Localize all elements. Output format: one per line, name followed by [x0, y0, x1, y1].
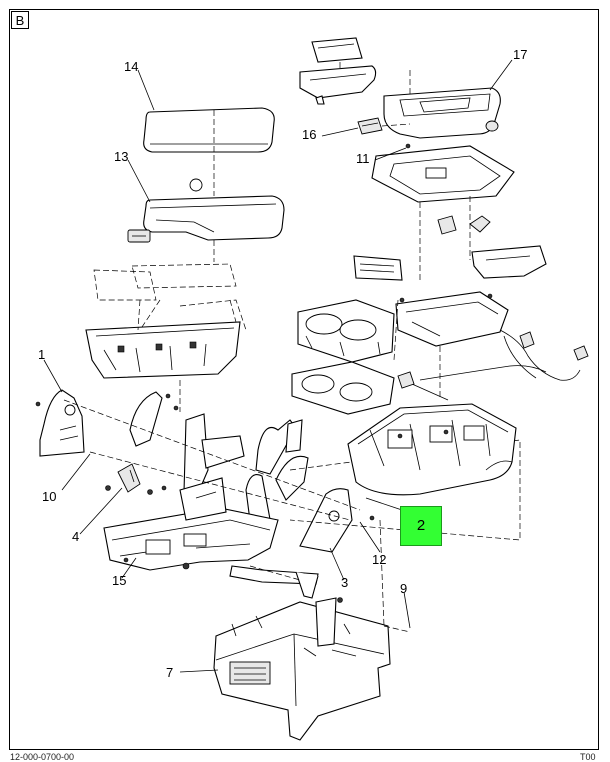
callout-14: 14 [124, 59, 139, 74]
part-13-lid [127, 178, 285, 243]
callout-17: 17 [513, 47, 528, 62]
callout-4: 4 [72, 529, 80, 544]
callout-11: 11 [356, 151, 370, 166]
view-label: B [11, 11, 29, 29]
callout-16: 16 [302, 127, 317, 142]
assembly-dashed-lines [63, 110, 521, 633]
diagram-frame [9, 9, 599, 750]
cup-holder-tray-upper [297, 299, 395, 363]
callout-1: 1 [38, 347, 46, 362]
part-16-latch [357, 117, 411, 135]
part-15-base-frame [103, 477, 279, 571]
callout-12: 12 [372, 552, 387, 567]
console-housing [347, 403, 517, 496]
callout-15: 15 [112, 573, 127, 588]
callout-3: 3 [341, 575, 349, 590]
cup-holder-tray-lower [291, 361, 395, 415]
callout-9: 9 [400, 581, 408, 596]
pads [93, 263, 237, 301]
strap-assembly [229, 565, 343, 603]
part-4-buckle [105, 463, 167, 495]
footer-drawing-number: 12-000-0700-00 [10, 752, 75, 762]
part-17-armrest-top [299, 37, 501, 139]
footer-sheet-code: T00 [580, 752, 596, 762]
part-14-cushion [143, 107, 275, 153]
part-3-side-bracket [299, 488, 375, 553]
leader-lines [43, 59, 513, 673]
callout-7: 7 [166, 665, 174, 680]
switches [353, 215, 547, 281]
wiring-harness [397, 329, 589, 401]
part-11-plate [371, 143, 515, 280]
callout-2: 2 [416, 517, 426, 534]
storage-bin [85, 299, 247, 379]
console-frame [393, 291, 509, 400]
part-7-base-housing [213, 597, 391, 741]
part-1-side-bracket [35, 389, 85, 457]
highlighted-part-2-marker[interactable]: 2 [400, 506, 442, 546]
callout-13: 13 [114, 149, 129, 164]
callout-10: 10 [42, 489, 57, 504]
